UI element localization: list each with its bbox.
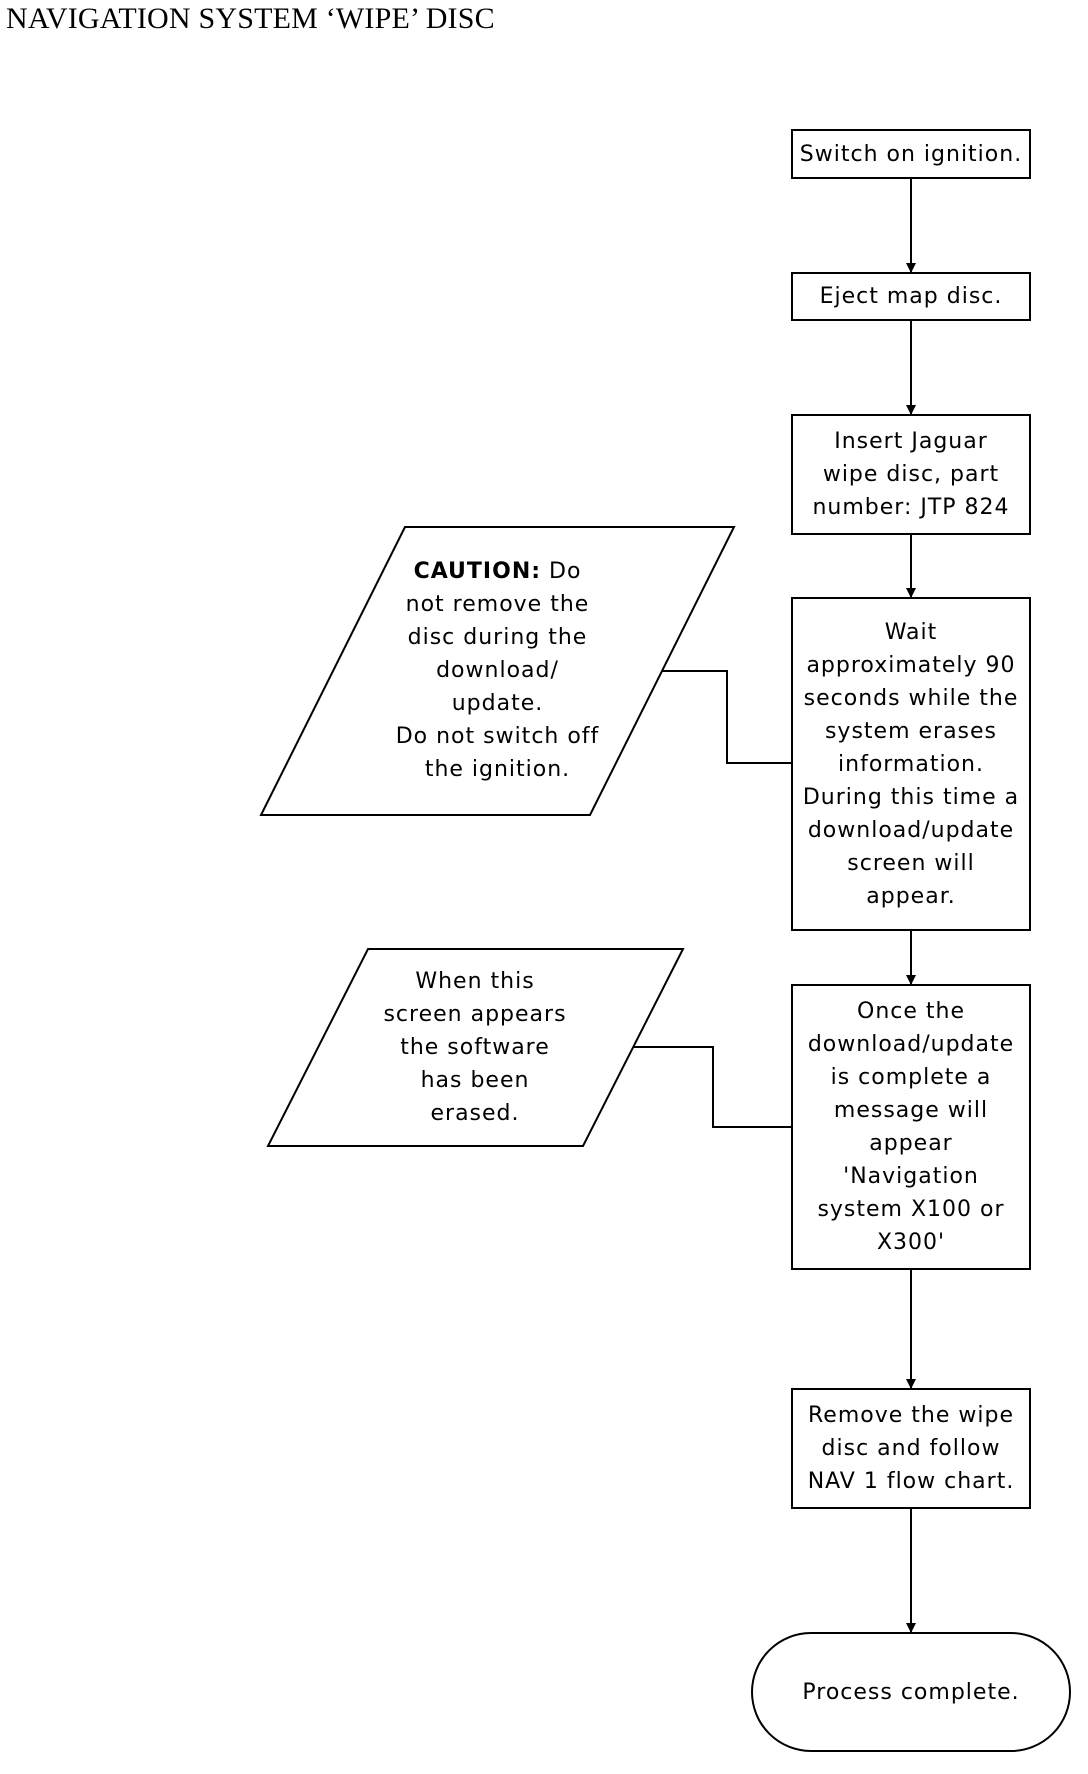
caution-note-label: CAUTION: Do not remove the disc during t… — [395, 558, 600, 782]
step-label-once-complete: Once the download/update is complete a m… — [807, 999, 1015, 1255]
step-label-remove-wipe-disc: Remove the wipe disc and follow NAV 1 fl… — [807, 1403, 1015, 1494]
terminator-process-complete — [751, 1632, 1071, 1752]
terminator-label: Process complete. — [802, 1679, 1020, 1705]
page-title: NAVIGATION SYSTEM ‘WIPE’ DISC — [6, 2, 495, 35]
step-label-wait: Wait approximately 90 seconds while the … — [802, 619, 1020, 909]
step-label-eject-map-disc: Eject map disc. — [819, 284, 1003, 309]
step-label-switch-on-ignition: Switch on ignition. — [799, 141, 1023, 167]
erased-connector — [634, 1046, 792, 1128]
caution-word: CAUTION: — [413, 558, 542, 584]
erased-note-label: When this screen appears the software ha… — [383, 968, 567, 1126]
step-label-insert-wipe-disc: Insert Jaguar wipe disc, part number: JT… — [812, 429, 1010, 520]
caution-connector — [662, 670, 792, 764]
erased-note-shape — [266, 948, 685, 1147]
caution-note-shape — [259, 526, 736, 816]
